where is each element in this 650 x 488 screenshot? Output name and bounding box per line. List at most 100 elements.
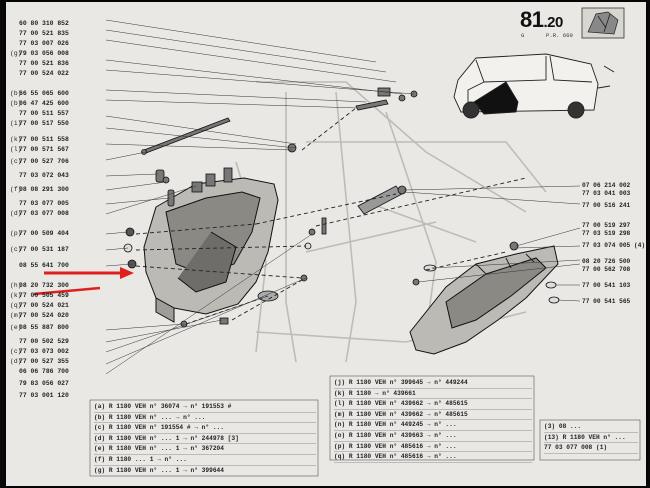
- footnote-row: (n) R 1180 VEH n° 449245 → n° ...: [334, 420, 532, 431]
- part-number-label: 77 00 541 103: [582, 282, 631, 289]
- footnote-row: (m) R 1180 VEH n° 439662 → n° 485615: [334, 410, 532, 421]
- part-number-code: 77 03 007 026: [19, 40, 69, 47]
- part-number-code: 79 03 056 008: [19, 50, 69, 57]
- variant-marker: (m): [10, 312, 22, 319]
- variant-marker: (h): [10, 282, 22, 289]
- part-number-label: 79 83 056 027: [10, 380, 69, 387]
- variant-marker: (p): [10, 230, 22, 237]
- part-number-label: (f)08 08 291 300: [10, 186, 69, 193]
- footnote-row: (o) R 1180 VEH n° 439663 → n° ...: [334, 431, 532, 442]
- part-number-code: 08 55 887 800: [19, 324, 69, 331]
- part-number-label: (l)77 00 571 567: [10, 146, 69, 153]
- footnote-table-left: (a) R 1180 VEH n° 36074 → n° 191553 #(b)…: [94, 402, 316, 477]
- part-number-label: 77 00 562 708: [582, 266, 631, 273]
- part-number-label: (c)77 00 531 187: [10, 246, 69, 253]
- part-number-label: 77 03 519 298: [582, 230, 631, 237]
- part-number-code: 60 80 310 852: [19, 20, 69, 27]
- footnote-row: (13) R 1180 VEH n° ...: [544, 433, 638, 444]
- footnote-row: (l) R 1180 VEH n° 439662 → n° 485615: [334, 399, 532, 410]
- leader-lines: [105, 19, 581, 375]
- part-number-label: 77 00 511 557: [10, 110, 69, 117]
- footnote-row: (a) R 1180 VEH n° 36074 → n° 191553 #: [94, 402, 316, 413]
- part-number-code: 06 06 786 700: [19, 368, 69, 375]
- part-number-code: 77 00 527 706: [19, 158, 69, 165]
- part-number-label: (c)77 03 073 002: [10, 348, 69, 355]
- part-number-label: (q)77 00 524 021: [10, 302, 69, 309]
- variant-marker: (c): [10, 158, 22, 165]
- part-number-label: (d)77 03 077 008: [10, 210, 69, 217]
- page-ref-right: P.R. 660: [546, 32, 573, 39]
- footnote-row: (e) R 1180 VEH n° ... 1 → n° 367204: [94, 444, 316, 455]
- variant-marker: (g): [10, 50, 22, 57]
- part-number-code: 79 83 056 027: [19, 380, 69, 387]
- part-number-code: 08 55 641 700: [19, 262, 69, 269]
- page-number: 81.20: [520, 7, 563, 32]
- variant-marker: (l): [10, 146, 22, 153]
- part-number-label: (b)66 55 065 600: [10, 90, 69, 97]
- part-number-label: 77 00 521 835: [10, 30, 69, 37]
- part-number-code: 77 00 511 558: [19, 136, 69, 143]
- part-number-label: 77 03 072 043: [10, 172, 69, 179]
- part-number-code: 77 00 527 355: [19, 358, 69, 365]
- part-number-label: 77 03 077 005: [10, 200, 69, 207]
- part-number-code: 77 00 509 404: [19, 230, 69, 237]
- parts-catalog-page: 81.20 G P.R. 660: [6, 2, 646, 486]
- part-number-label: 77 00 519 297: [582, 222, 631, 229]
- footnote-row: (d) R 1180 VEH n° ... 1 → n° 244978 [3]: [94, 434, 316, 445]
- exploded-view-drawing: [33, 7, 641, 477]
- part-number-code: 77 00 517 550: [19, 120, 69, 127]
- part-number-label: 77 00 502 529: [10, 338, 69, 345]
- part-number-label: (k)77 00 511 558: [10, 136, 69, 143]
- part-number-label: 77 03 074 005 (4): [582, 242, 646, 249]
- variant-marker: (q): [10, 302, 22, 309]
- part-number-label: (b)06 47 425 600: [10, 100, 69, 107]
- variant-marker: (k): [10, 292, 22, 299]
- part-number-label: 77 00 516 241: [582, 202, 631, 209]
- variant-marker: (k): [10, 136, 22, 143]
- right-sill-part: [409, 245, 559, 355]
- part-number-label: 08 20 726 500: [582, 258, 631, 265]
- variant-marker: (f): [10, 186, 22, 193]
- page-ref-left: G: [521, 32, 525, 39]
- part-number-label: (e)08 55 887 800: [10, 324, 69, 331]
- variant-marker: (b): [10, 90, 22, 97]
- footnote-row: (c) R 1180 VEH n° 191554 # → n° ...: [94, 423, 316, 434]
- footnote-row: (j) R 1180 VEH n° 399645 → n° 449244: [334, 378, 532, 389]
- part-number-code: 77 03 077 008: [19, 210, 69, 217]
- part-number-label: 77 03 001 120: [10, 392, 69, 399]
- part-number-code: 77 00 531 187: [19, 246, 69, 253]
- part-number-label: 60 80 310 852: [10, 20, 69, 27]
- part-number-label: 08 55 641 700: [10, 262, 69, 269]
- part-number-label: (c)77 00 527 706: [10, 158, 69, 165]
- variant-marker: (b): [10, 100, 22, 107]
- part-number-label: (k)77 00 505 459: [10, 292, 69, 299]
- part-number-code: 77 00 524 022: [19, 70, 69, 77]
- part-number-label: 06 06 786 700: [10, 368, 69, 375]
- footnote-row: (p) R 1180 VEH n° 485616 → n° ...: [334, 442, 532, 453]
- body-shell-outline: [235, 81, 547, 363]
- footnote-row: (3) 08 ...: [544, 422, 638, 433]
- part-number-code: 77 00 511 557: [19, 110, 69, 117]
- car-location-icon: [453, 53, 615, 119]
- footnote-table-right: (3) 08 ...(13) R 1180 VEH n° ...77 03 07…: [544, 422, 638, 454]
- variant-marker: (d): [10, 210, 22, 217]
- footnote-row: (q) R 1180 VEH n° 485616 → n° ...: [334, 452, 532, 463]
- part-number-code: 77 00 571 567: [19, 146, 69, 153]
- footnote-row: (b) R 1180 VEH n° ... → n° ...: [94, 413, 316, 424]
- variant-marker: (d): [10, 358, 22, 365]
- part-number-label: 77 00 524 022: [10, 70, 69, 77]
- part-number-code: 77 03 073 002: [19, 348, 69, 355]
- part-number-label: (m)77 00 524 020: [10, 312, 69, 319]
- part-number-label: (h)08 20 732 300: [10, 282, 69, 289]
- part-number-label: (p)77 00 509 404: [10, 230, 69, 237]
- part-number-code: 77 00 524 020: [19, 312, 69, 319]
- red-highlight-arrow: [33, 267, 134, 296]
- part-number-code: 77 03 001 120: [19, 392, 69, 399]
- part-number-label: (i)77 00 517 550: [10, 120, 69, 127]
- part-number-code: 77 00 521 835: [19, 30, 69, 37]
- variant-marker: (e): [10, 324, 22, 331]
- assembly-guide-lines: [135, 107, 527, 325]
- variant-marker: (i): [10, 120, 22, 127]
- part-number-code: 77 03 072 043: [19, 172, 69, 179]
- part-number-label: 77 00 521 836: [10, 60, 69, 67]
